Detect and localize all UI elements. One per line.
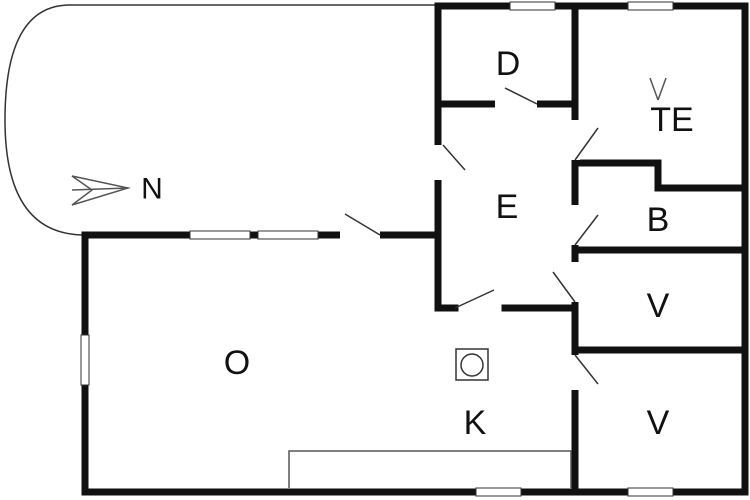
- compass-arrow-icon: [71, 175, 131, 206]
- stove-icon: [455, 348, 489, 381]
- interior-walls: [434, 2, 749, 496]
- room-label-kitchen: K: [464, 404, 487, 442]
- room-label-storage: B: [647, 201, 670, 239]
- room-label-entrance: E: [496, 188, 519, 226]
- doors: [340, 87, 599, 390]
- compass-label: N: [141, 173, 163, 206]
- windows: [80, 1, 674, 497]
- room-label-utility: TE: [650, 101, 693, 139]
- room-label-bedroom-a: V: [647, 287, 670, 325]
- room-label-living: O: [224, 344, 250, 382]
- fixture-symbol: [649, 77, 667, 101]
- kitchen-counter: [288, 450, 572, 488]
- room-label-bedroom-b: V: [647, 404, 670, 442]
- terrace-outline: [4, 4, 438, 236]
- room-label-shower: D: [496, 45, 521, 83]
